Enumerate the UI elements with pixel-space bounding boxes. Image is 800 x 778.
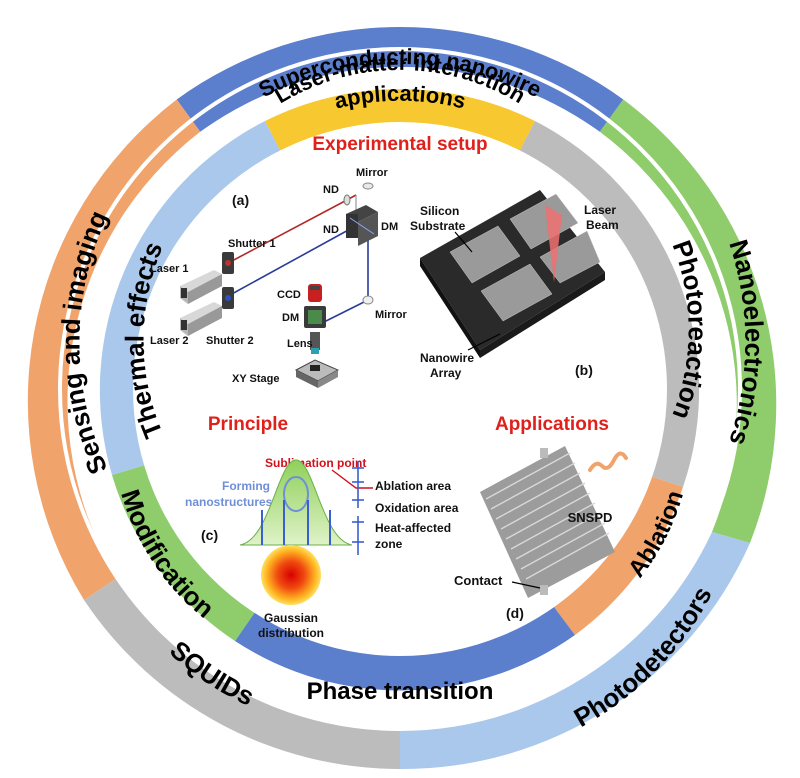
- panel-label-d: (d): [506, 605, 524, 621]
- label-ccd: CCD: [277, 289, 301, 301]
- nanowire-array-icon: [449, 193, 601, 322]
- gaussian-spot-icon: [261, 545, 321, 605]
- panel-principle: Principle Sublimation point Forming nano…: [185, 414, 459, 640]
- middle-segment-laser-matter: [265, 89, 535, 152]
- photon-icon: [588, 451, 628, 472]
- label-laser: Laser: [584, 203, 616, 217]
- panel-label-c: (c): [201, 527, 218, 543]
- panel-substrate: Silicon Substrate Laser Beam Nanowire Ar…: [410, 190, 619, 380]
- label-forming: Forming: [222, 479, 270, 493]
- lens-icon: [310, 332, 320, 354]
- panel-label-b: (b): [575, 362, 593, 378]
- snspd-meander-lines: [485, 452, 610, 580]
- middle-segment-thermal: [99, 121, 281, 475]
- outer-ring: [27, 26, 777, 770]
- label-lens: Lens: [287, 338, 313, 350]
- label-nanowire: Nanowire: [420, 351, 474, 365]
- shutter-2-icon: [222, 287, 234, 309]
- nanostructure-pillars: [261, 500, 331, 545]
- laser-2-icon: [180, 302, 222, 336]
- middle-segment-ablation: [554, 476, 683, 635]
- label-distribution: distribution: [258, 626, 324, 640]
- label-laser-2: Laser 2: [150, 335, 189, 347]
- middle-segment-photoreaction: [519, 121, 700, 487]
- mirror-top-icon: [362, 182, 374, 190]
- shutter-1-icon: [222, 252, 234, 274]
- label-mirror-bottom: Mirror: [375, 309, 408, 321]
- label-array: Array: [430, 366, 462, 380]
- middle-segment-phase-transition: [235, 607, 575, 691]
- label-mirror-top: Mirror: [356, 167, 389, 179]
- gaussian-bell-icon: [239, 459, 353, 546]
- blue-beam-path: [229, 227, 353, 296]
- label-shutter-2: Shutter 2: [206, 335, 254, 347]
- outer-segment-photodetectors: [400, 532, 750, 770]
- label-nd-2: ND: [323, 224, 339, 236]
- dm-2-icon: [304, 306, 326, 328]
- panel-applications: Applications SNSPD Contact (d): [454, 414, 628, 621]
- label-nanostructures: nanostructures: [185, 495, 273, 509]
- section-title-setup: Experimental setup: [312, 134, 487, 155]
- label-sublimation-point: Sublimation point: [265, 456, 366, 470]
- label-nd-1: ND: [323, 184, 339, 196]
- label-substrate: Substrate: [410, 219, 466, 233]
- red-beam-path: [229, 200, 346, 263]
- dm-cube-icon: [346, 205, 378, 246]
- nd-filter-1-icon: [343, 194, 351, 206]
- xy-stage-icon: [294, 359, 340, 388]
- label-dm-2: DM: [282, 312, 299, 324]
- laser-1-icon: [180, 270, 222, 304]
- label-zone: zone: [375, 537, 403, 551]
- section-title-applications: Applications: [495, 414, 609, 435]
- label-snspd: SNSPD: [568, 510, 613, 525]
- outer-segment-nanoelectronics: [599, 99, 777, 543]
- section-title-principle: Principle: [208, 414, 288, 435]
- middle-segment-modification: [112, 465, 255, 641]
- label-beam: Beam: [586, 218, 619, 232]
- label-laser-1: Laser 1: [150, 263, 189, 275]
- label-dm-1: DM: [381, 221, 398, 233]
- label-silicon: Silicon: [420, 204, 459, 218]
- panel-experimental-setup: Experimental setup (a) Mirror ND ND DM S: [150, 134, 488, 388]
- ccd-camera-icon: [308, 284, 322, 302]
- label-heat-affected: Heat-affected: [375, 521, 451, 535]
- outer-segment-superconducting: [176, 26, 624, 132]
- label-contact: Contact: [454, 573, 503, 588]
- label-ablation-area: Ablation area: [375, 479, 451, 493]
- panel-label-a: (a): [232, 192, 249, 208]
- label-oxidation-area: Oxidation area: [375, 501, 459, 515]
- label-phase-transition: Phase transition: [307, 678, 494, 705]
- label-gaussian: Gaussian: [264, 611, 318, 625]
- label-shutter-1: Shutter 1: [228, 238, 276, 250]
- mirror-bottom-icon: [362, 295, 374, 305]
- label-xy-stage: XY Stage: [232, 373, 280, 385]
- laser-beam-icon: [545, 205, 562, 282]
- zone-markers: [352, 462, 364, 555]
